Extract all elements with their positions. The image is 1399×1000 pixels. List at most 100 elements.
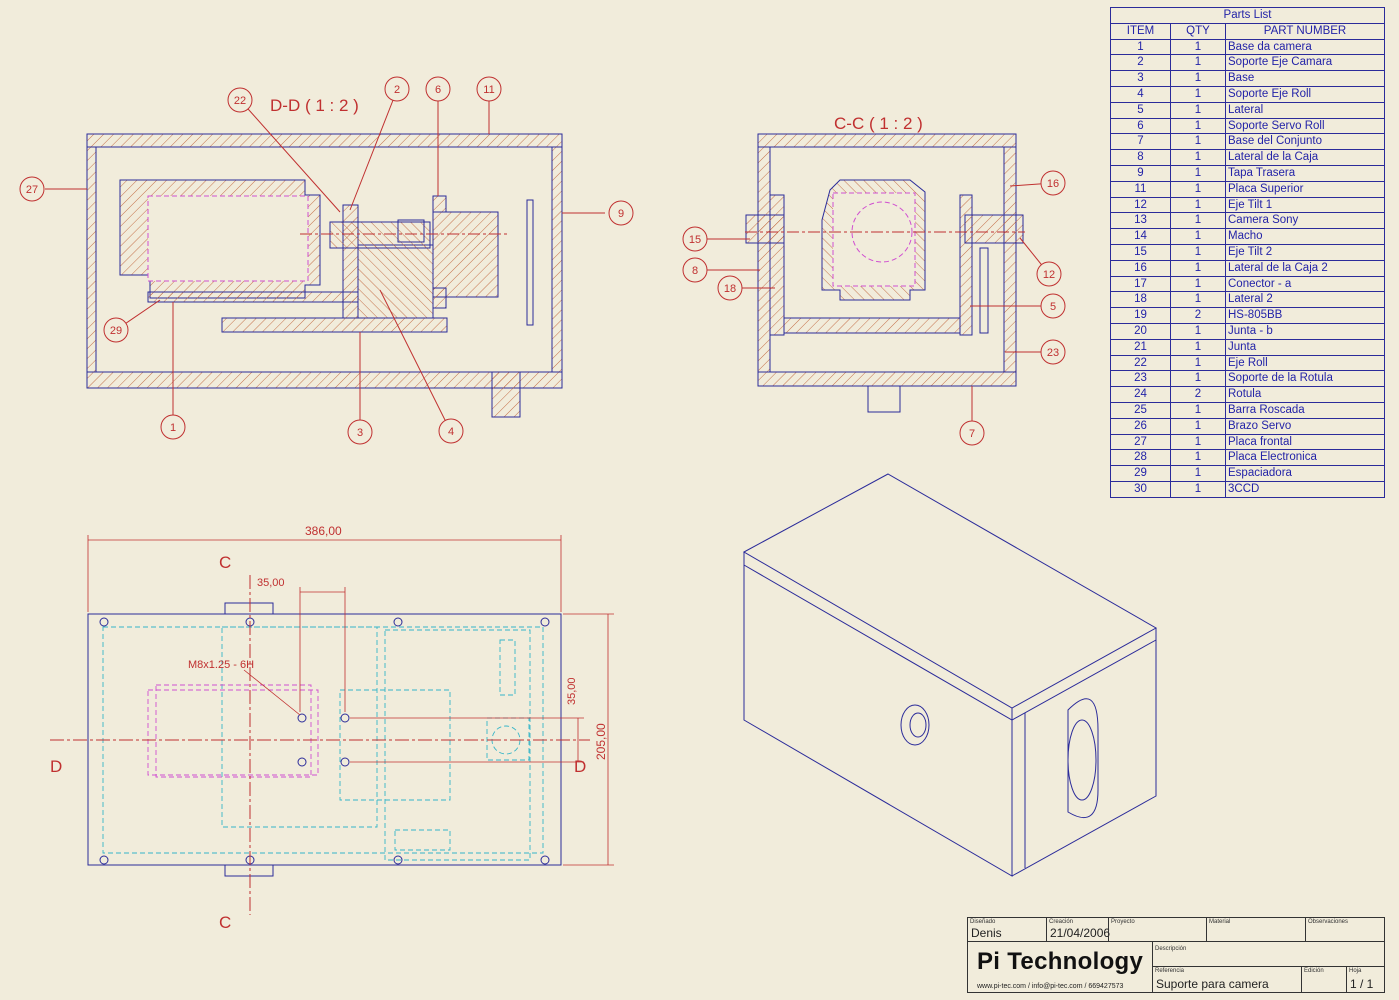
- part-number-cell: Junta: [1225, 338, 1385, 356]
- balloon-label: 15: [689, 234, 701, 246]
- balloon-label: 5: [1050, 301, 1056, 313]
- cut-label-c-bottom: C: [219, 913, 231, 932]
- col-header-qty: QTY: [1170, 22, 1226, 40]
- part-qty-cell: 1: [1170, 101, 1226, 119]
- sheet-cell: Hoja 1 / 1: [1346, 966, 1385, 993]
- part-item-cell: 23: [1110, 370, 1171, 388]
- col-header-part-number: PART NUMBER: [1225, 22, 1385, 40]
- isometric-view: [742, 473, 1158, 877]
- section-dd-view: [86, 133, 563, 418]
- part-qty-cell: 1: [1170, 38, 1226, 56]
- part-number-cell: Base: [1225, 70, 1385, 87]
- part-qty-cell: 1: [1170, 85, 1226, 103]
- part-item-cell: 27: [1110, 433, 1171, 451]
- balloon-label: 11: [483, 84, 494, 96]
- part-qty-cell: 1: [1170, 228, 1226, 245]
- material-cell: Material: [1206, 917, 1306, 942]
- created-cell: Creación 21/04/2006: [1046, 917, 1110, 942]
- balloon-label: 2: [394, 84, 400, 96]
- part-number-cell: Soporte Eje Camara: [1225, 54, 1385, 72]
- designed-cell: Diseñado Denis: [967, 917, 1047, 942]
- balloon-label: 16: [1047, 178, 1059, 190]
- part-qty-cell: 1: [1170, 212, 1226, 230]
- dim-offset: 35,00: [257, 577, 285, 589]
- part-item-cell: 9: [1110, 164, 1171, 182]
- part-number-cell: Conector - a: [1225, 275, 1385, 293]
- part-qty-cell: 1: [1170, 480, 1226, 498]
- part-item-cell: 14: [1110, 228, 1171, 245]
- part-number-cell: Macho: [1225, 228, 1385, 245]
- dim-height: 205,00: [594, 723, 608, 760]
- part-number-cell: Barra Roscada: [1225, 401, 1385, 419]
- part-item-cell: 8: [1110, 149, 1171, 166]
- balloon-label: 3: [357, 427, 363, 439]
- part-item-cell: 6: [1110, 117, 1171, 135]
- dim-width: 386,00: [305, 524, 342, 538]
- cut-label-d-left: D: [50, 757, 62, 776]
- part-qty-cell: 1: [1170, 243, 1226, 261]
- balloon-label: 8: [692, 265, 698, 277]
- part-number-cell: Lateral: [1225, 101, 1385, 119]
- part-qty-cell: 1: [1170, 180, 1226, 198]
- created-label: Creación: [1049, 919, 1074, 925]
- material-label: Material: [1209, 919, 1231, 925]
- part-number-cell: Base del Conjunto: [1225, 133, 1385, 151]
- part-qty-cell: 1: [1170, 259, 1226, 277]
- balloon-labels-cc: 16 15 12 8 18 5 23 7: [689, 178, 1059, 440]
- part-qty-cell: 1: [1170, 465, 1226, 482]
- dim-vertical-small: 35,00: [566, 677, 578, 705]
- balloons-cc: [682, 170, 1066, 446]
- balloon-label: 1: [170, 422, 176, 434]
- part-qty-cell: 1: [1170, 54, 1226, 72]
- balloon-label: 29: [110, 325, 122, 337]
- part-qty-cell: 1: [1170, 149, 1226, 166]
- part-qty-cell: 1: [1170, 354, 1226, 372]
- description-label: Descripción: [1155, 946, 1187, 952]
- balloon-label: 6: [435, 84, 441, 96]
- designed-value: Denis: [971, 926, 1002, 940]
- description-cell: Descripción: [1152, 941, 1385, 967]
- reference-value: Suporte para camera: [1156, 977, 1269, 991]
- part-number-cell: Tapa Trasera: [1225, 164, 1385, 182]
- plan-view: [50, 535, 614, 915]
- part-number-cell: 3CCD: [1225, 480, 1385, 498]
- part-item-cell: 7: [1110, 133, 1171, 151]
- part-item-cell: 22: [1110, 354, 1171, 372]
- part-number-cell: Soporte de la Rotula: [1225, 370, 1385, 388]
- reference-label: Referencia: [1155, 968, 1185, 974]
- part-item-cell: 21: [1110, 338, 1171, 356]
- part-qty-cell: 1: [1170, 117, 1226, 135]
- part-number-cell: Espaciadora: [1225, 465, 1385, 482]
- project-label: Proyecto: [1111, 919, 1135, 925]
- part-qty-cell: 1: [1170, 322, 1226, 340]
- project-cell: Proyecto: [1108, 917, 1207, 942]
- observations-label: Observaciones: [1308, 919, 1349, 925]
- part-qty-cell: 1: [1170, 275, 1226, 293]
- part-item-cell: 20: [1110, 322, 1171, 340]
- part-number-cell: Lateral 2: [1225, 291, 1385, 309]
- balloon-label: 22: [234, 95, 246, 107]
- part-qty-cell: 1: [1170, 196, 1226, 214]
